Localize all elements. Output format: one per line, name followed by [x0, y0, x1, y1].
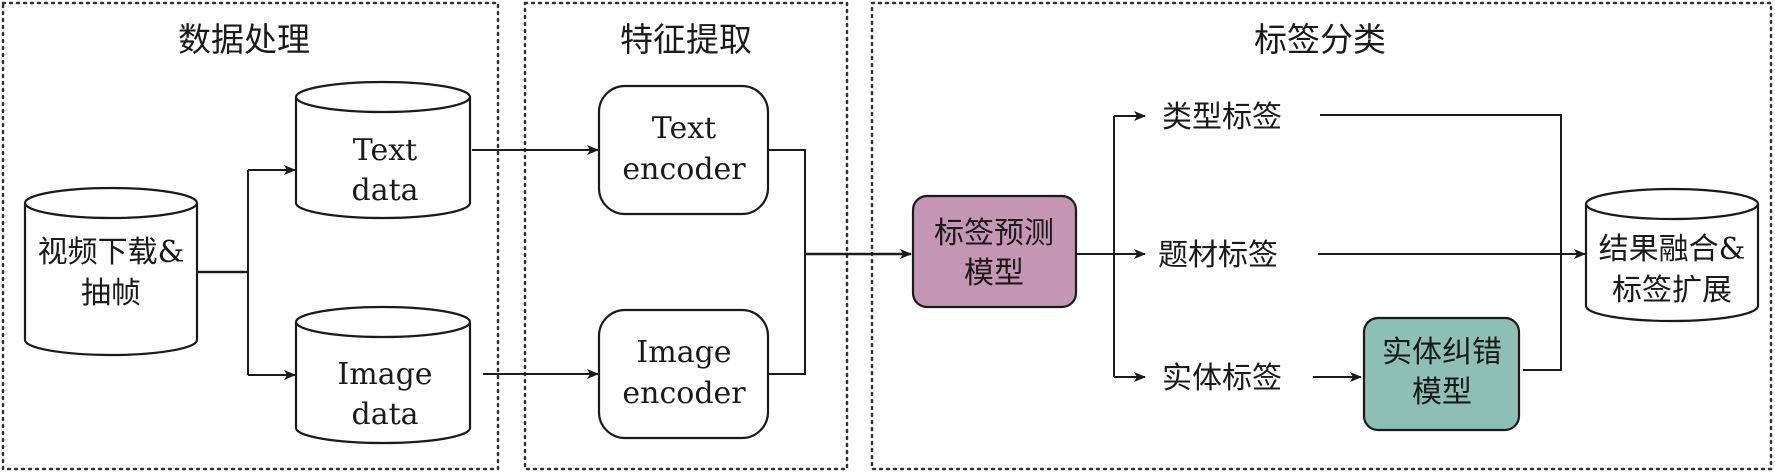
text-data-cylinder: Text data: [294, 80, 472, 220]
image-data-label-line2: data: [351, 397, 418, 432]
correction-model-label-line1: 实体纠错: [1382, 335, 1502, 370]
text-data-label-line2: data: [351, 173, 418, 208]
image-data-cylinder: Image data: [294, 305, 472, 445]
section-title-data-processing: 数据处理: [178, 20, 310, 59]
connectors: [197, 111, 1586, 382]
connector-type-to-fusion: [1320, 114, 1562, 371]
text-encoder-label-line1: Text: [652, 111, 716, 146]
image-data-label-line1: Image: [337, 357, 432, 392]
image-encoder-label-line1: Image: [636, 335, 731, 370]
predict-model-label-line1: 标签预测: [934, 216, 1054, 251]
connector-image-encoder-out: [768, 254, 806, 375]
section-title-feature-extraction: 特征提取: [620, 20, 752, 59]
text-data-label-line1: Text: [353, 133, 417, 168]
correction-model-label-line2: 模型: [1412, 375, 1472, 410]
section-frame-label-classification: [870, 1, 1773, 471]
text-encoder-box: Text encoder: [597, 84, 770, 216]
image-encoder-box: Image encoder: [597, 308, 770, 440]
video-label-line1: 视频下载&: [38, 235, 185, 270]
topic-label-text: 题材标签: [1158, 238, 1278, 273]
predict-model-label-line2: 模型: [964, 256, 1024, 291]
fusion-label-line2: 标签扩展: [1612, 273, 1732, 308]
image-encoder-label-line2: encoder: [622, 376, 746, 411]
video-label-line2: 抽帧: [81, 276, 141, 311]
video-download-cylinder: 视频下载& 抽帧: [23, 186, 199, 357]
fusion-label-line1: 结果融合&: [1599, 232, 1746, 267]
section-frame-feature-extraction: [523, 1, 849, 471]
entity-label-text: 实体标签: [1162, 361, 1282, 396]
type-label-text: 类型标签: [1162, 100, 1282, 135]
label-prediction-model-box: 标签预测 模型: [911, 194, 1078, 309]
connector-text-encoder-out: [768, 149, 806, 254]
text-encoder-label-line2: encoder: [622, 152, 746, 187]
entity-correction-model-box: 实体纠错 模型: [1362, 316, 1521, 432]
result-fusion-cylinder: 结果融合& 标签扩展: [1584, 187, 1760, 323]
section-frame-data-processing: [1, 1, 500, 471]
section-title-label-classification: 标签分类: [1254, 20, 1386, 59]
